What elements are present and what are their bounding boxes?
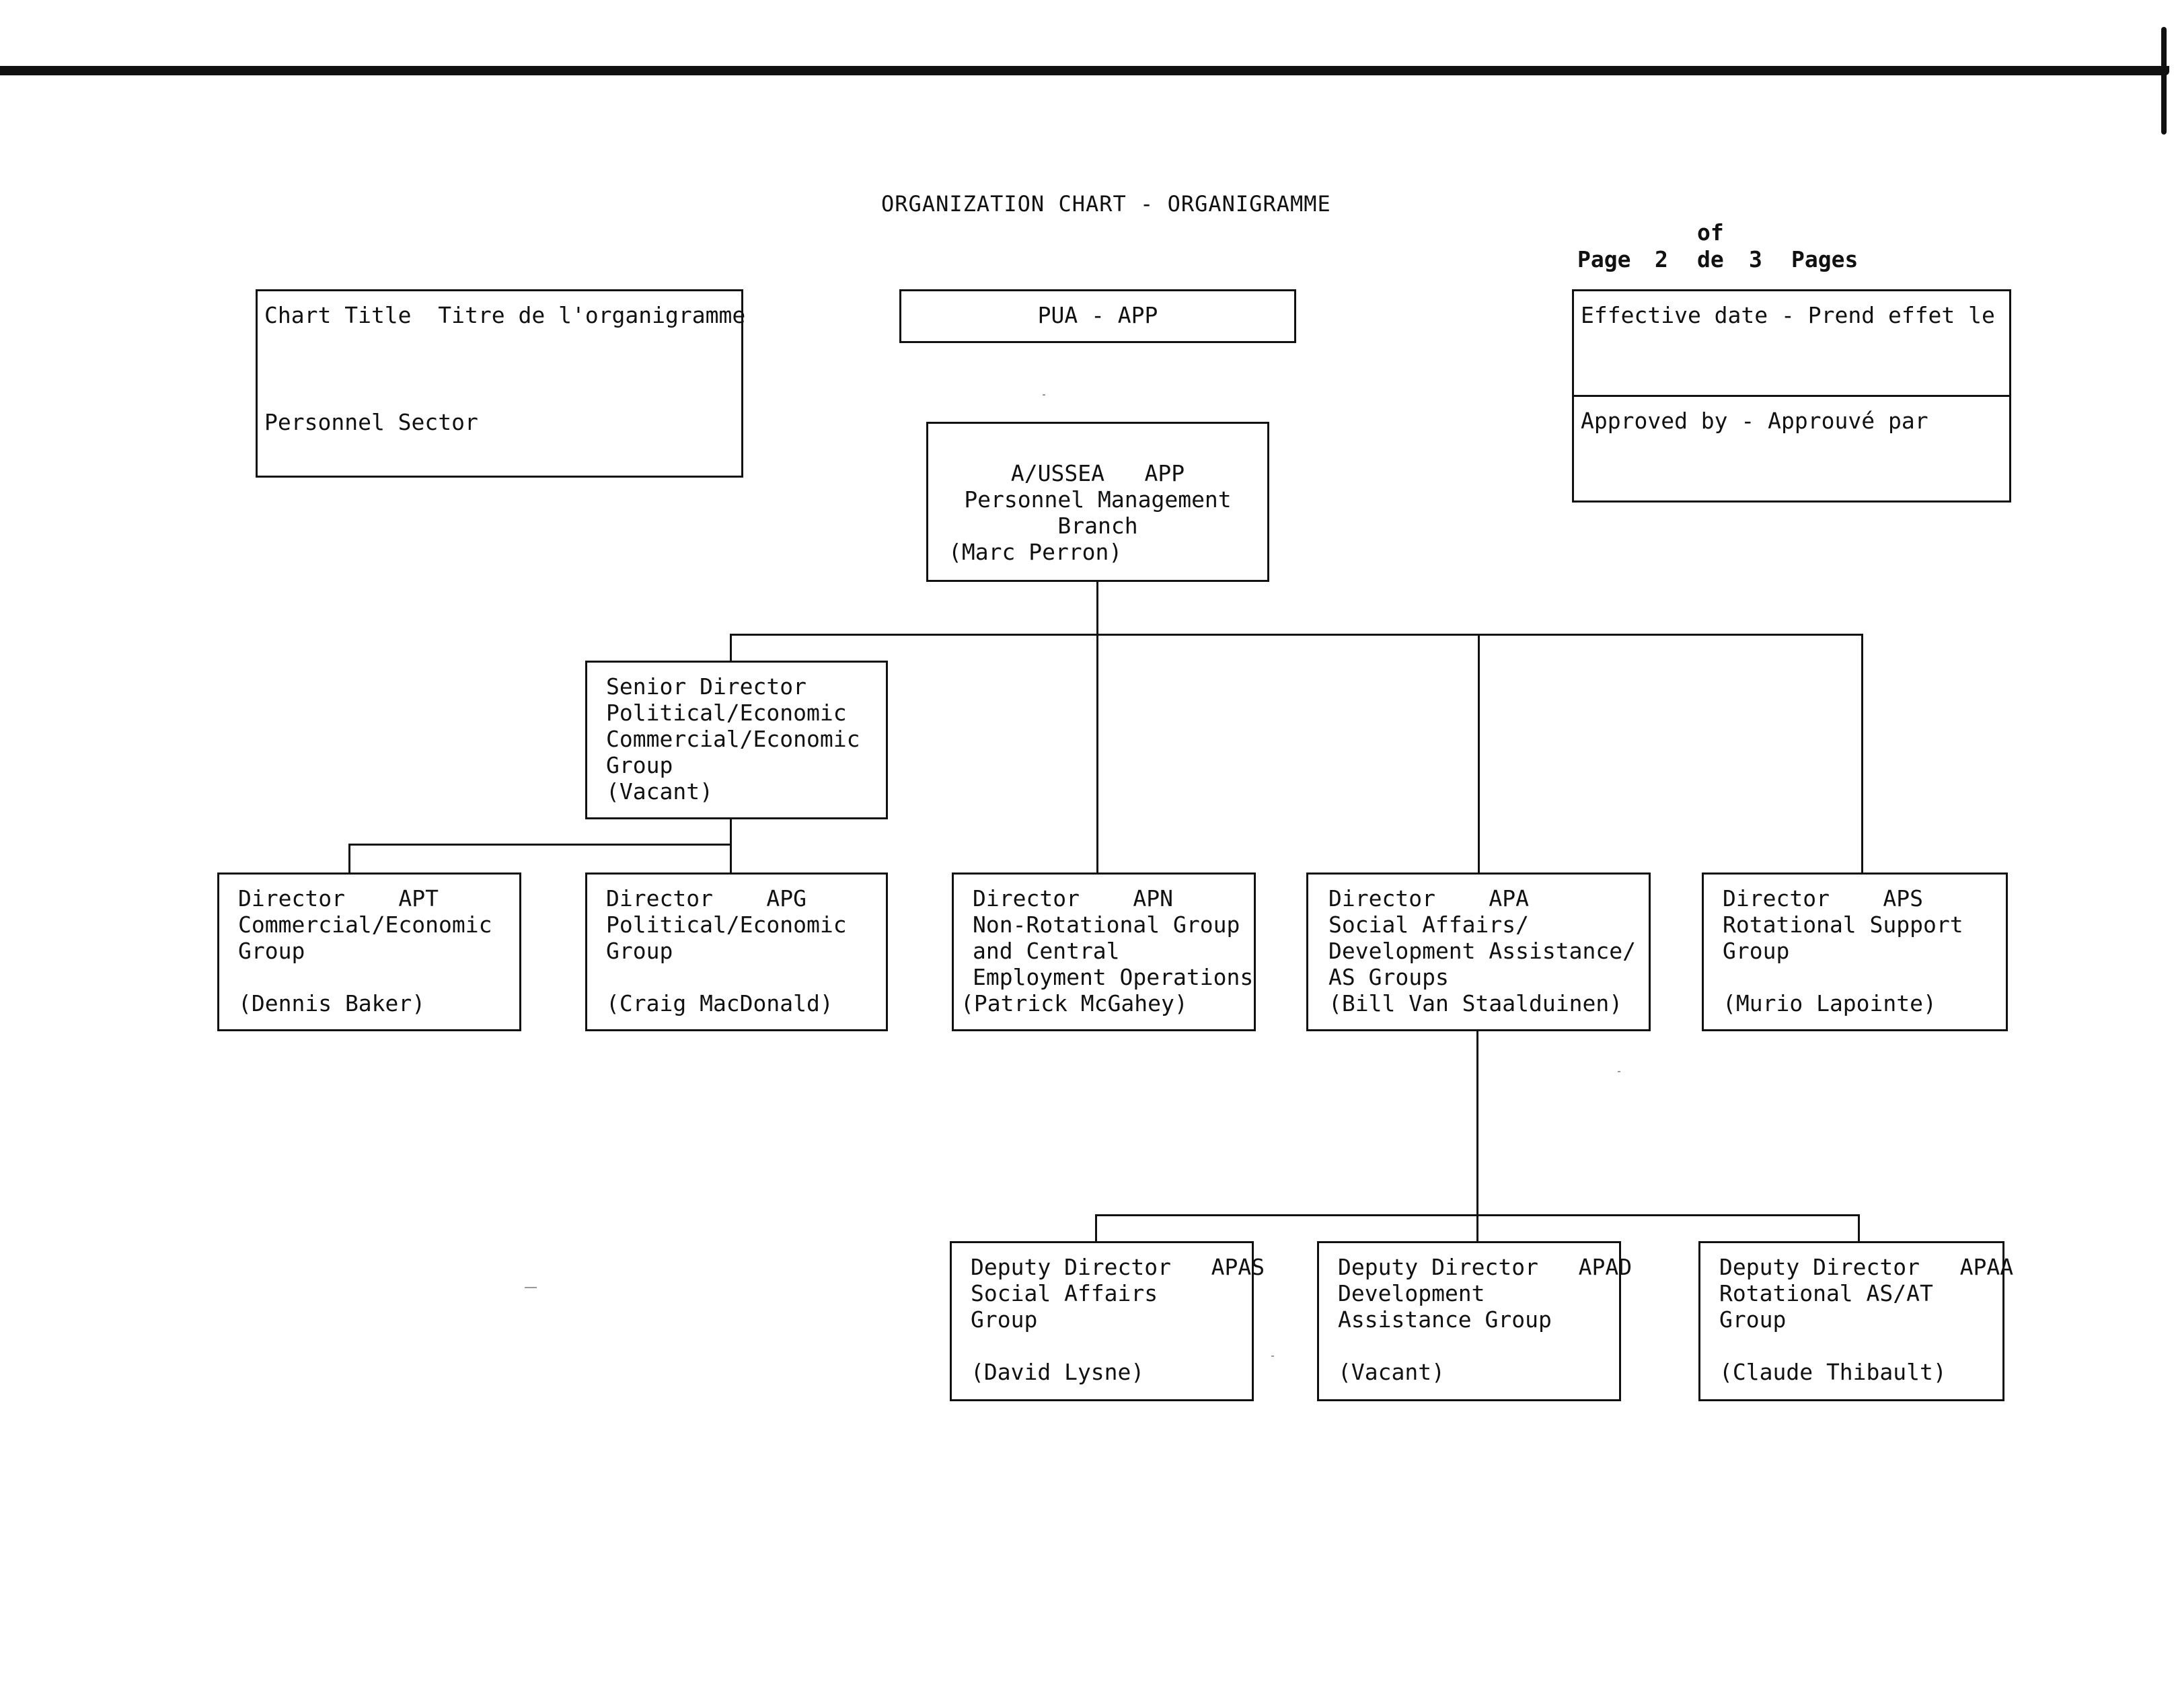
node-senior-director: Senior Director Political/Economic Comme…: [585, 661, 888, 819]
node-apt-incumbent: (Dennis Baker): [238, 990, 426, 1016]
node-director-apa: Director APA Social Affairs/ Development…: [1306, 872, 1651, 1031]
node-director-apt: Director APT Commercial/Economic Group (…: [217, 872, 521, 1031]
approved-by-label: Approved by - Approuvé par: [1581, 408, 1928, 434]
node-apas-line-2: Social Affairs: [971, 1280, 1158, 1306]
node-apas-title: Deputy Director APAS: [971, 1254, 1265, 1280]
node-head-title: Personnel Management: [964, 486, 1232, 513]
page-counter: of Page 2 de 3 Pages: [1577, 219, 1867, 273]
page-title: ORGANIZATION CHART - ORGANIGRAMME: [881, 191, 1331, 217]
node-apn-line-3: and Central: [973, 938, 1120, 964]
approved-by-box: Approved by - Approuvé par: [1572, 395, 2011, 503]
node-apn-incumbent: (Patrick McGahey): [961, 990, 1188, 1016]
chart-title-value: Personnel Sector: [264, 409, 478, 435]
node-apg-title: Director APG: [606, 885, 807, 912]
connector-apas: [1095, 1214, 1097, 1241]
node-apg-line-3: Group: [606, 938, 673, 964]
node-apn-line-4: Employment Operations: [973, 964, 1254, 990]
node-apaa-line-2: Rotational AS/AT: [1719, 1280, 1933, 1306]
node-deputy-director-apaa: Deputy Director APAA Rotational AS/AT Gr…: [1698, 1241, 2014, 1401]
node-senior-director-line-4: Group: [606, 752, 673, 778]
effective-date-label: Effective date - Prend effet le: [1581, 302, 1995, 328]
page-counter-current: 2: [1655, 246, 1668, 272]
node-apn-line-2: Non-Rotational Group: [973, 912, 1240, 938]
node-apaa-line-3: Group: [1719, 1306, 1787, 1333]
chart-title-label: Chart Title Titre de l'organigramme: [264, 302, 746, 328]
connector-senior-director-bar: [348, 844, 732, 846]
scan-speck: [1043, 394, 1045, 396]
node-head-incumbent: (Marc Perron): [948, 539, 1123, 565]
node-apa-line-4: AS Groups: [1328, 964, 1449, 990]
page-counter-pages-label: Pages: [1791, 246, 1859, 272]
page-counter-total: 3: [1749, 246, 1762, 272]
connector-senior-director: [730, 634, 732, 661]
node-deputy-director-apas: Deputy Director APAS Social Affairs Grou…: [950, 1241, 1265, 1401]
node-apa-title: Director APA: [1328, 885, 1530, 912]
scan-speck: [525, 1287, 537, 1288]
node-aps-incumbent: (Murio Lapointe): [1723, 990, 1937, 1016]
effective-date-box: Effective date - Prend effet le: [1572, 289, 2011, 397]
scan-top-bar: [0, 66, 2169, 75]
node-apad-title: Deputy Director APAD: [1338, 1254, 1633, 1280]
node-apt-title: Director APT: [238, 885, 439, 912]
node-apa-incumbent: (Bill Van Staalduinen): [1328, 990, 1623, 1016]
connector-apaa: [1858, 1214, 1860, 1241]
node-apa-line-3: Development Assistance/: [1328, 938, 1636, 964]
chart-code-value: PUA - APP: [1037, 302, 1158, 328]
node-head-app: A/USSEA APP Personnel Management Branch …: [926, 422, 1269, 582]
node-apg-line-2: Political/Economic: [606, 912, 847, 938]
node-apad-line-2: Development: [1338, 1280, 1485, 1306]
node-apas-incumbent: (David Lysne): [971, 1359, 1145, 1385]
connector-level3-bar: [1095, 1214, 1860, 1216]
page-counter-page-label: Page: [1577, 246, 1631, 272]
page-counter-de: de: [1697, 246, 1724, 272]
node-deputy-director-apad: Deputy Director APAD Development Assista…: [1317, 1241, 1633, 1401]
node-apa-line-2: Social Affairs/: [1328, 912, 1530, 938]
scan-speck: [1271, 1356, 1274, 1357]
node-apt-line-2: Commercial/Economic: [238, 912, 492, 938]
node-head-title-2: Branch: [1057, 513, 1138, 539]
node-apt-line-3: Group: [238, 938, 305, 964]
node-senior-director-title: Senior Director: [606, 673, 807, 700]
node-apaa-title: Deputy Director APAA: [1719, 1254, 2014, 1280]
page-counter-of: of: [1697, 219, 1724, 246]
node-aps-line-3: Group: [1723, 938, 1790, 964]
scan-speck: [1618, 1071, 1620, 1072]
node-apad-incumbent: (Vacant): [1338, 1359, 1445, 1385]
node-senior-director-line-2: Political/Economic: [606, 700, 847, 726]
connector-apt: [348, 844, 350, 872]
node-apg-incumbent: (Craig MacDonald): [606, 990, 833, 1016]
node-apaa-incumbent: (Claude Thibault): [1719, 1359, 1947, 1385]
node-director-apn: Director APN Non-Rotational Group and Ce…: [952, 872, 1256, 1031]
node-director-aps: Director APS Rotational Support Group (M…: [1702, 872, 2008, 1031]
connector-apa: [1478, 634, 1480, 872]
node-senior-director-line-3: Commercial/Economic: [606, 726, 860, 752]
connector-apa-down: [1476, 1029, 1478, 1241]
node-senior-director-incumbent: (Vacant): [606, 778, 713, 805]
node-aps-line-2: Rotational Support: [1723, 912, 1963, 938]
chart-title-box: Chart Title Titre de l'organigramme Pers…: [256, 289, 746, 478]
scan-right-edge: [2161, 27, 2167, 135]
node-apas-line-3: Group: [971, 1306, 1038, 1333]
node-apad-line-3: Assistance Group: [1338, 1306, 1552, 1333]
connector-level1-bar: [730, 634, 1863, 636]
node-director-apg: Director APG Political/Economic Group (C…: [585, 872, 888, 1031]
node-aps-title: Director APS: [1723, 885, 1924, 912]
connector-aps: [1861, 634, 1863, 872]
chart-code-box: PUA - APP: [899, 289, 1296, 343]
connector-apn: [1096, 634, 1098, 872]
node-apn-title: Director APN: [973, 885, 1174, 912]
connector-head-down: [1096, 580, 1098, 636]
node-head-code: A/USSEA APP: [1010, 460, 1185, 486]
